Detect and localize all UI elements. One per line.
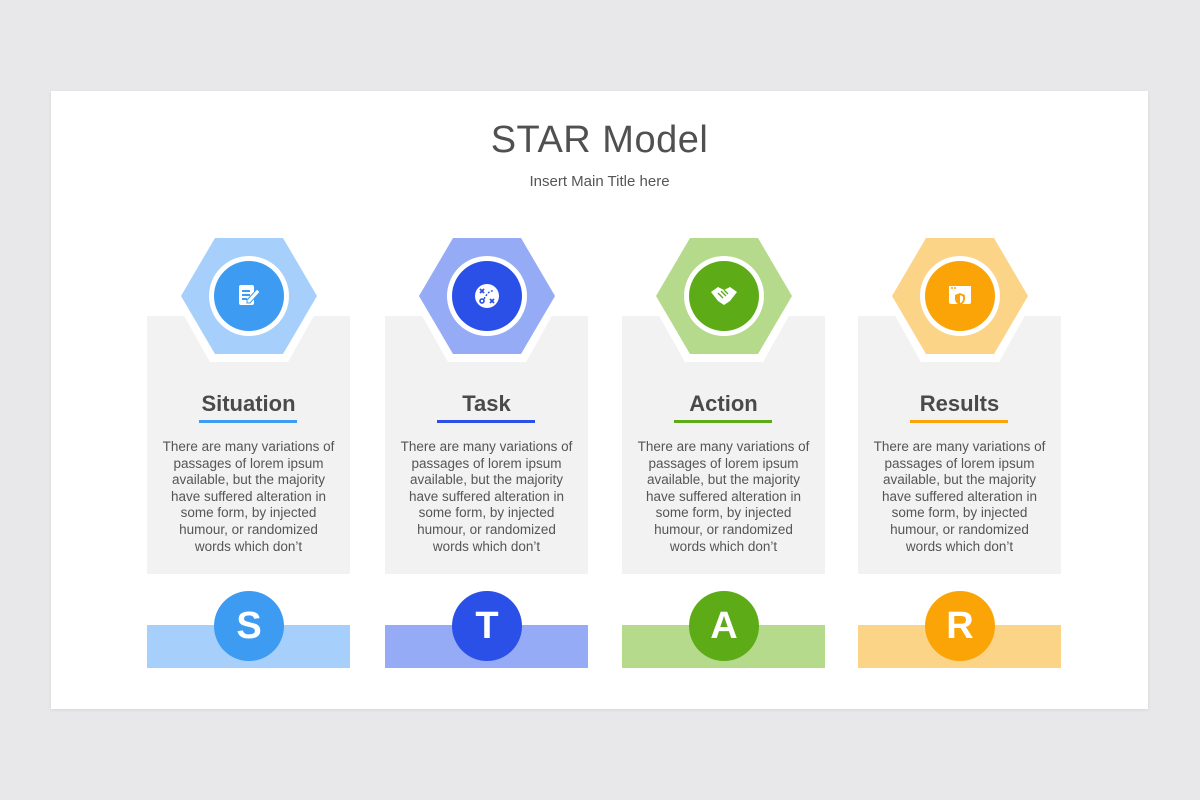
- page-title: STAR Model: [490, 119, 709, 161]
- heading-underline: [674, 420, 772, 423]
- web-shield-icon: [925, 261, 995, 331]
- strategy-icon: [452, 261, 522, 331]
- step-heading: Situation: [201, 391, 296, 416]
- heading-underline: [199, 420, 297, 423]
- hexagon-action: [646, 228, 802, 364]
- step-heading: Task: [462, 391, 511, 416]
- icon-circle: [447, 256, 527, 336]
- handshake-icon: [689, 261, 759, 331]
- page-subtitle: Insert Main Title here: [529, 173, 670, 190]
- step-heading: Results: [919, 391, 1000, 416]
- hexagon-results: [882, 228, 1038, 364]
- icon-circle: [920, 256, 1000, 336]
- letter-circle-a: A: [689, 591, 759, 661]
- hexagon-task: [409, 228, 565, 364]
- step-heading: Action: [689, 391, 758, 416]
- icon-circle: [684, 256, 764, 336]
- heading-underline: [437, 420, 535, 423]
- heading-underline: [910, 420, 1008, 423]
- letter-circle-r: R: [925, 591, 995, 661]
- slide: STAR Model Insert Main Title here Situat…: [51, 91, 1148, 709]
- hexagon-situation: [171, 228, 327, 364]
- icon-circle: [209, 256, 289, 336]
- letter-circle-s: S: [214, 591, 284, 661]
- letter-circle-t: T: [452, 591, 522, 661]
- document-edit-icon: [214, 261, 284, 331]
